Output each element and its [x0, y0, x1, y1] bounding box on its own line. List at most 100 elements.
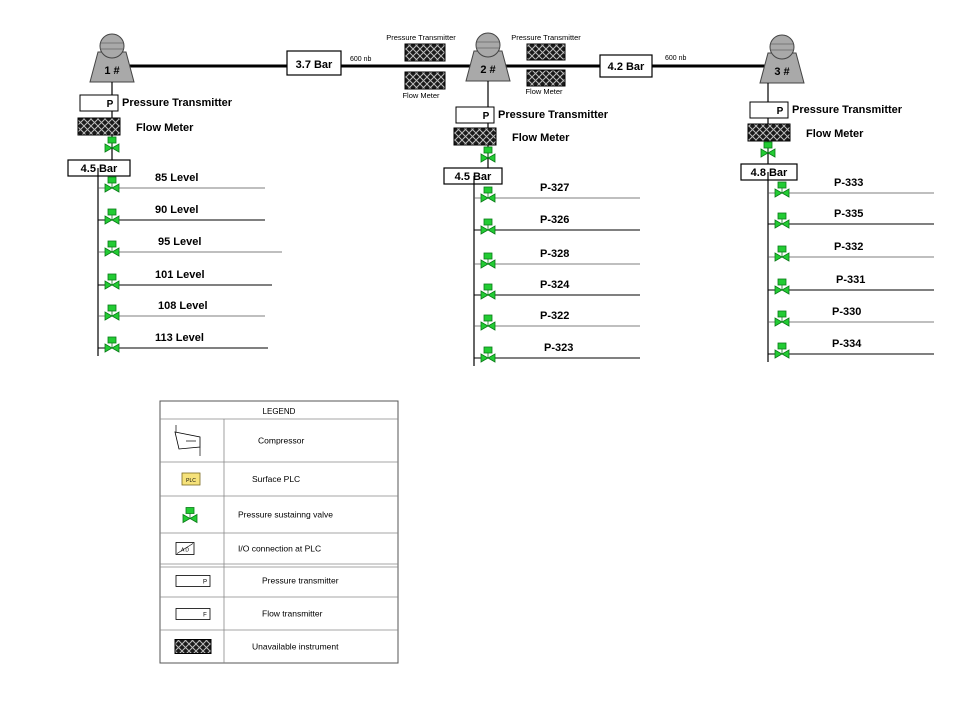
- pressure-sustaining-valve-icon: [774, 278, 790, 295]
- header-size-label-1: 600 nb: [350, 56, 372, 63]
- legend-row: PLC Surface PLC: [160, 461, 398, 486]
- compressor-icon: 3 #: [759, 34, 805, 84]
- header-fm-label-right: Flow Meter: [525, 87, 563, 96]
- unavailable-instrument-icon: [453, 127, 497, 146]
- outlet-pressure-label: 4.5 Bar: [455, 171, 492, 183]
- legend-item-label: I/O connection at PLC: [238, 544, 321, 554]
- branch-line: P-331: [768, 274, 934, 295]
- flow-meter-label: Flow Meter: [806, 128, 864, 140]
- branch-line: P-326: [474, 214, 640, 235]
- branch-label: P-335: [834, 208, 863, 220]
- header-pt-label-left: Pressure Transmitter: [386, 33, 456, 42]
- header-instruments-left: Pressure Transmitter Flow Meter: [386, 33, 456, 100]
- pressure-sustaining-valve-icon: [774, 181, 790, 198]
- branch-label: 90 Level: [155, 204, 198, 216]
- pressure-transmitter-label: Pressure Transmitter: [122, 97, 233, 109]
- legend-item-label: Surface PLC: [252, 474, 300, 484]
- header-pressure-box-2: [599, 54, 653, 78]
- pressure-transmitter-icon: [749, 101, 789, 119]
- pressure-sustaining-valve-icon: [104, 176, 120, 193]
- pressure-sustaining-valve-icon: [104, 336, 120, 353]
- branch-label: P-328: [540, 248, 569, 260]
- legend-row: Compressor: [160, 418, 398, 456]
- pressure-sustaining-valve-icon: [774, 245, 790, 262]
- branch-line: 90 Level: [98, 204, 265, 225]
- unavailable-instrument-icon: [526, 43, 566, 61]
- branch-label: P-332: [834, 241, 863, 253]
- pressure-sustaining-valve-icon: [480, 314, 496, 331]
- branch-label: P-334: [832, 338, 862, 350]
- branch-line: P-333: [768, 177, 934, 198]
- header-pressure-box-1: [286, 50, 342, 76]
- pressure-sustaining-valve-icon: [480, 252, 496, 269]
- branch-label: P-331: [836, 274, 865, 286]
- transmitter-symbol-text: F: [203, 613, 207, 619]
- pressure-sustaining-valve-icon: [480, 146, 496, 163]
- legend-row: P Pressure transmitter: [160, 563, 398, 587]
- branch-label: 108 Level: [158, 300, 208, 312]
- header-pressure-label-1: 3.7 Bar: [296, 59, 333, 71]
- outlet-pressure-label: 4.5 Bar: [81, 163, 118, 175]
- valve-icon: [182, 507, 198, 524]
- compressor-icon: [174, 425, 201, 456]
- pressure-transmitter-label: Pressure Transmitter: [792, 104, 903, 116]
- header-instruments-right: Pressure Transmitter Flow Meter: [511, 33, 581, 96]
- branch-label: P-324: [540, 279, 570, 291]
- branch-line: 108 Level: [98, 300, 265, 321]
- pressure-sustaining-valve-icon: [760, 141, 776, 158]
- unavailable-instrument-icon: [747, 123, 791, 142]
- pressure-sustaining-valve-icon: [104, 240, 120, 257]
- compressor-label: 2 #: [480, 64, 495, 76]
- pressure-sustaining-valve-icon: [480, 186, 496, 203]
- plc-symbol-text: PLC: [186, 478, 196, 484]
- branch-label: P-333: [834, 177, 863, 189]
- legend-item-label: Pressure sustainng valve: [238, 510, 333, 520]
- pressure-sustaining-valve-icon: [104, 136, 120, 153]
- unavailable-instrument-icon: [404, 71, 446, 90]
- unavailable-instrument-icon: [526, 69, 566, 87]
- branch-line: 85 Level: [98, 172, 265, 193]
- compressor-icon: 1 #: [89, 33, 135, 83]
- pressure-sustaining-valve-icon: [104, 304, 120, 321]
- legend-title: LEGEND: [263, 407, 296, 416]
- branch-line: P-327: [474, 182, 640, 203]
- branch-line: P-332: [768, 241, 934, 262]
- branch-line: P-330: [768, 306, 934, 327]
- branch-line: P-328: [474, 248, 640, 269]
- pressure-transmitter-label: Pressure Transmitter: [498, 109, 609, 121]
- header-segment-1: 3.7 Bar 600 nb: [286, 50, 372, 76]
- branch-line: P-324: [474, 279, 640, 300]
- legend-row: Pressure sustainng valve: [160, 495, 398, 524]
- branch-label: P-326: [540, 214, 569, 226]
- pressure-sustaining-valve-icon: [104, 273, 120, 290]
- legend-row: Unavailable instrument: [160, 629, 398, 654]
- unavailable-instrument-icon: [174, 639, 212, 654]
- pressure-sustaining-valve-icon: [774, 342, 790, 359]
- compressor-icon: 2 #: [465, 32, 511, 82]
- header-fm-label-left: Flow Meter: [402, 91, 440, 100]
- pt-box-letter: P: [107, 99, 114, 110]
- unavailable-instrument-icon: [404, 43, 446, 62]
- transmitter-symbol-text: P: [203, 580, 207, 586]
- branch-line: P-323: [474, 342, 640, 363]
- pt-box-letter: P: [777, 106, 784, 117]
- compressor-label: 1 #: [104, 65, 119, 77]
- branch-label: 95 Level: [158, 236, 201, 248]
- header-pt-label-right: Pressure Transmitter: [511, 33, 581, 42]
- pressure-sustaining-valve-icon: [104, 208, 120, 225]
- legend-item-label: Pressure transmitter: [262, 576, 339, 586]
- outlet-pressure-box: [740, 163, 798, 181]
- pressure-sustaining-valve-icon: [774, 310, 790, 327]
- header-segment-2: 4.2 Bar 600 nb: [599, 54, 687, 78]
- pressure-transmitter-icon: [79, 94, 119, 112]
- branch-label: P-323: [544, 342, 573, 354]
- legend-item-label: Unavailable instrument: [252, 642, 339, 652]
- branch-label: 101 Level: [155, 269, 205, 281]
- pressure-sustaining-valve-icon: [480, 346, 496, 363]
- flow-transmitter-icon: F: [175, 608, 211, 620]
